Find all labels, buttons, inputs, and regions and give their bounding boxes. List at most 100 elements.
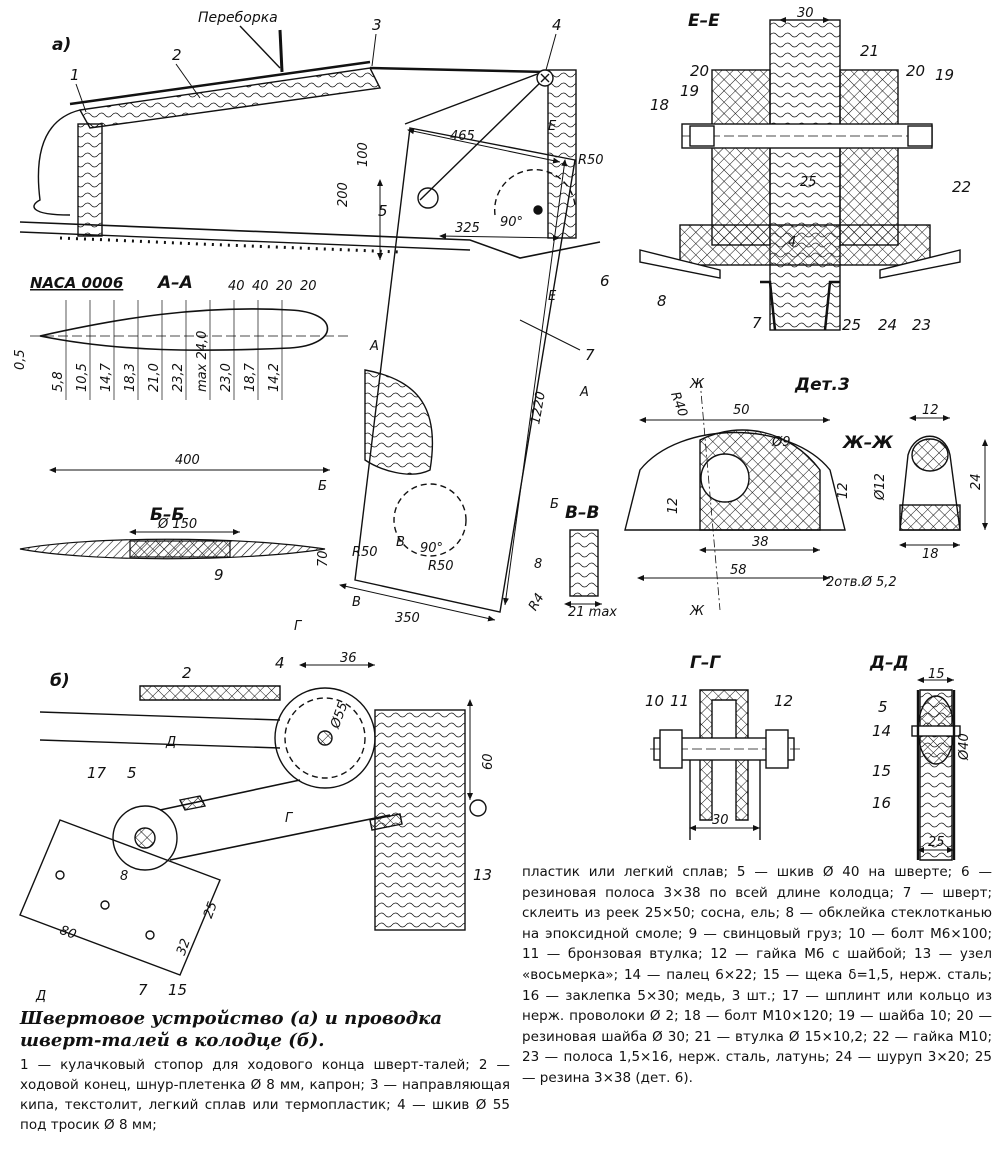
zh-d12: Ø12 (873, 473, 888, 501)
b-36: 36 (340, 651, 357, 666)
centreboard-head (19, 819, 221, 976)
callout-8-v: 8 (534, 557, 542, 572)
section-dd: Д–Д 5 14 15 16 15 Ø40 25 (869, 653, 972, 861)
mark-g-mid: Г (285, 811, 294, 826)
section-zhzh: Ж–Ж 12 24 Ø12 18 (842, 403, 988, 562)
profile-offset-2: 14,7 (99, 362, 114, 392)
profile-name: NACA 0006 (30, 274, 123, 292)
callout-12: 12 (774, 692, 793, 710)
callout-25: 25 (842, 316, 861, 334)
callout-20-left: 20 (690, 62, 709, 80)
view-a-label: а) (52, 35, 71, 55)
callout-17: 17 (87, 764, 107, 782)
left-post (77, 123, 103, 237)
callout-7: 7 (585, 346, 595, 364)
dim-1220: 1220 (528, 390, 549, 425)
callout-15-d: 15 (872, 762, 891, 780)
mark-v-bottom: В (352, 595, 361, 610)
profile-tick-1: 40 (252, 279, 269, 294)
section-vv-label: В–В (565, 503, 599, 523)
callout-7-e: 7 (752, 314, 762, 332)
det-r40: R40 (667, 390, 690, 419)
detail-3: Дет.3 50 Ø9 12 12 38 58 2отв.Ø 5,2 R40 Ж… (624, 375, 897, 619)
d-40: Ø40 (957, 733, 972, 761)
mark-d-bottom: Д (35, 989, 46, 1004)
det-12a: 12 (666, 497, 681, 514)
mark-a-left: А (369, 339, 379, 354)
view-b: б) 2 4 17 5 13 7 15 36 Ø55 60 (19, 619, 496, 1004)
callout-4-b: 4 (275, 654, 285, 672)
callout-10: 10 (645, 692, 664, 710)
vv-r4: R4 (526, 591, 548, 613)
dim-465: 465 (450, 129, 475, 144)
d-25: 25 (928, 835, 945, 850)
centreboard (354, 127, 576, 613)
profile-offset-9: 14,2 (267, 363, 282, 392)
callout-13: 13 (473, 866, 492, 884)
b-25: 25 (201, 900, 221, 921)
profile-tick-3: 20 (300, 279, 317, 294)
callout-19-right: 19 (935, 66, 954, 84)
section-vv: В–В Б 8 21 max R4 (526, 497, 617, 620)
dim-100: 100 (356, 142, 371, 167)
callout-15-b: 15 (168, 981, 187, 999)
section-dd-label: Д–Д (869, 653, 909, 673)
dim-70: 70 (316, 550, 331, 567)
det-12b: 12 (836, 482, 851, 499)
section-gg-label: Г–Г (690, 653, 721, 673)
dim-400: 400 (175, 453, 200, 468)
det-holes: 2отв.Ø 5,2 (826, 575, 897, 590)
dim-e30: 30 (797, 6, 814, 21)
b-60: 60 (481, 753, 496, 770)
callout-5-d: 5 (878, 698, 888, 716)
profile-offset-8: 18,7 (243, 362, 258, 392)
vv-21: 21 max (568, 605, 617, 620)
callout-6: 6 (600, 272, 610, 290)
profile-offset-0: 5,8 (51, 371, 66, 392)
section-ee: Е–Е 30 21 20 19 20 19 18 22 8 7 25 24 23… (639, 6, 971, 334)
zh-18: 18 (922, 547, 939, 562)
mark-a-right: А (579, 385, 589, 400)
mark-b-vv: Б (550, 497, 559, 512)
mark-g-top: Г (294, 619, 303, 634)
det-58: 58 (730, 563, 747, 578)
section-bb: Б–Б Ø 150 9 (19, 505, 326, 584)
d-15: 15 (928, 667, 945, 682)
profile-offset-4: 21,0 (147, 363, 162, 392)
callout-16: 16 (872, 794, 891, 812)
g-30: 30 (712, 813, 729, 828)
callout-21: 21 (860, 42, 879, 60)
callout-14: 14 (872, 722, 891, 740)
callout-3: 3 (372, 16, 382, 34)
dim-r50: R50 (578, 153, 604, 168)
dim-90: 90° (500, 215, 523, 230)
trunk-post (547, 69, 577, 239)
zh-24: 24 (969, 473, 984, 490)
callout-20-right: 20 (906, 62, 925, 80)
zh-12: 12 (922, 403, 939, 418)
callout-4: 4 (552, 16, 562, 34)
b-32: 32 (174, 937, 194, 958)
callout-2-b: 2 (182, 664, 192, 682)
dim-r50-lower-right: R50 (428, 559, 454, 574)
callout-7-b: 7 (138, 981, 148, 999)
profile-tick-0: 40 (228, 279, 245, 294)
callout-5: 5 (378, 202, 388, 220)
section-gg: Г–Г 10 11 12 30 (645, 653, 800, 840)
dim-350: 350 (395, 611, 420, 626)
bulkhead-label: Переборка (198, 10, 278, 26)
dim-r50-lower: R50 (352, 545, 378, 560)
det-38: 38 (752, 535, 769, 550)
dim-e25: 25 (800, 175, 817, 190)
profile-offset-6: max 24,0 (195, 331, 210, 392)
det-50: 50 (733, 403, 750, 418)
callout-22: 22 (952, 178, 971, 196)
legend-right: пластик или легкий сплав; 5 — шкив Ø 40 … (522, 864, 992, 1086)
callout-8: 8 (657, 292, 667, 310)
mark-b: Б (318, 479, 327, 494)
mark-e-bottom: Е (548, 289, 557, 304)
dim-325: 325 (455, 221, 480, 236)
view-a: а) Переборка 1 2 3 (19, 10, 610, 626)
